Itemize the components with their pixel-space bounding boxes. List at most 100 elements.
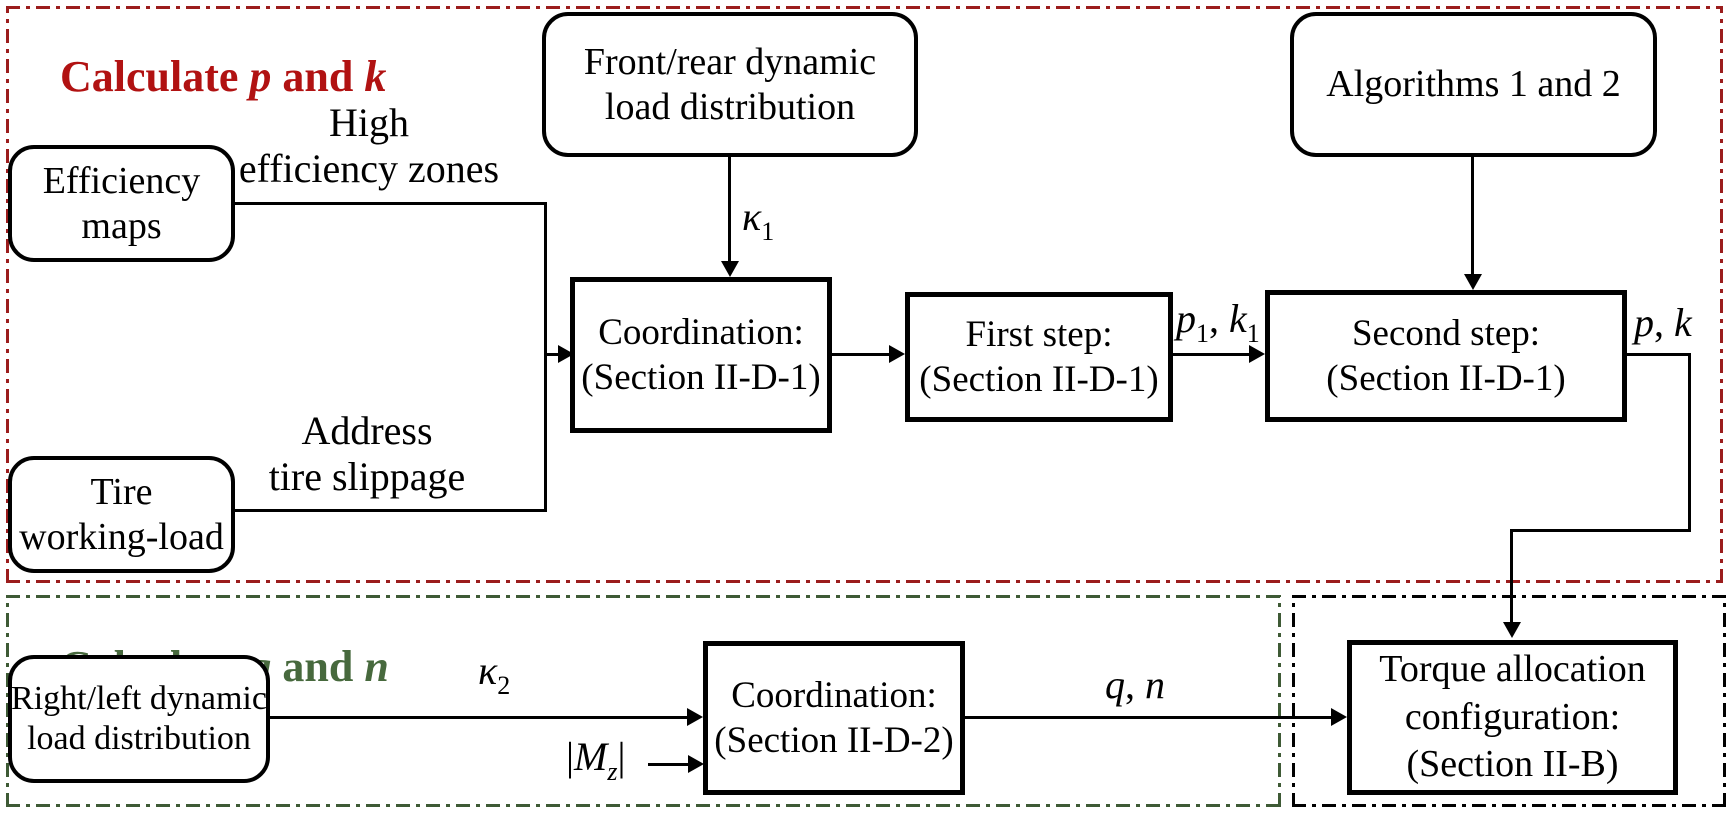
arrowhead-into-coordination-1	[558, 345, 574, 363]
box-right-left-line1: Right/left dynamic	[11, 679, 267, 717]
label-p-k: p, k	[1634, 300, 1692, 346]
box-front-rear-load: Front/rear dynamic load distribution	[542, 12, 918, 157]
label-kappa2-subscript: 2	[497, 671, 511, 700]
label-p1-k1: p1, k1	[1176, 296, 1260, 349]
connector-efficiency-maps	[235, 202, 547, 205]
connector-qn	[965, 716, 1331, 719]
connector-algorithms	[1471, 157, 1474, 276]
section-pk-title-text2: and	[271, 52, 365, 102]
label-k: k	[1674, 300, 1692, 345]
label-address-line2: tire slippage	[268, 454, 466, 499]
connector-pk-vertical-1	[1688, 353, 1691, 532]
arrowhead-firststep	[889, 345, 905, 363]
box-efficiency-maps-line2: maps	[81, 204, 162, 247]
box-front-rear-line1: Front/rear dynamic	[583, 40, 877, 83]
box-second-step: Second step: (Section II-D-1)	[1265, 290, 1627, 422]
section-pk-border-right	[1720, 6, 1723, 583]
box-torque-allocation: Torque allocation configuration: (Sectio…	[1347, 640, 1678, 795]
label-kappa2-symbol: κ	[478, 648, 498, 693]
section-pk-title-var-k: k	[364, 52, 387, 102]
box-algorithms: Algorithms 1 and 2	[1290, 12, 1657, 157]
label-q: q	[1105, 662, 1125, 707]
label-qn-comma: ,	[1125, 662, 1145, 707]
arrowhead-secondstep	[1249, 345, 1265, 363]
box-right-left-line2: load distribution	[27, 720, 251, 757]
box-coordination-2-line1: Coordination:	[731, 674, 937, 716]
arrowhead-pk-into-torque	[1503, 622, 1521, 638]
label-p: p	[1634, 300, 1654, 345]
connector-pk-horizontal-1	[1627, 353, 1691, 356]
connector-into-coordination-1	[544, 353, 558, 356]
section-qn-border-top	[6, 595, 1281, 598]
label-high-efficiency-line2: efficiency zones	[238, 146, 500, 191]
label-p1: p	[1176, 296, 1196, 341]
label-yaw-moment-mz: |Mz|	[566, 734, 625, 787]
connector-kappa1	[728, 157, 731, 263]
box-first-step-line1: First step:	[965, 313, 1113, 355]
label-k1: k	[1229, 296, 1247, 341]
box-tire-working-load: Tire working-load	[8, 456, 235, 573]
arrowhead-kappa1	[721, 261, 739, 277]
section-pk-title-var-p: p	[249, 52, 272, 102]
label-k1-subscript: 1	[1246, 319, 1260, 348]
label-kappa1-subscript: 1	[761, 217, 775, 246]
label-kappa1: κ1	[742, 194, 774, 247]
label-mz-close-bar: |	[617, 734, 626, 779]
label-high-efficiency-zones: High efficiency zones	[238, 100, 500, 192]
box-second-step-line2: (Section II-D-1)	[1326, 358, 1566, 399]
section-output-border-top	[1292, 595, 1726, 598]
label-mz-subscript: z	[607, 757, 618, 786]
connector-mz	[648, 763, 688, 766]
connector-coordination1-firststep	[832, 353, 889, 356]
section-output-border-bottom	[1292, 804, 1726, 807]
section-pk-title-text1: Calculate	[60, 52, 250, 102]
box-first-step-line2: (Section II-D-1)	[919, 359, 1159, 400]
box-efficiency-maps: Efficiency maps	[8, 145, 235, 262]
label-kappa1-symbol: κ	[742, 194, 762, 239]
label-p1k1-comma: ,	[1209, 296, 1229, 341]
section-pk-border-bottom	[6, 580, 1723, 583]
box-coordination-1: Coordination: (Section II-D-1)	[570, 277, 832, 433]
box-algorithms-line1: Algorithms 1 and 2	[1326, 63, 1621, 106]
label-n: n	[1145, 662, 1165, 707]
label-pk-comma: ,	[1654, 300, 1674, 345]
box-torque-line3: (Section II-B)	[1406, 743, 1619, 786]
label-address-tire-slippage: Address tire slippage	[238, 408, 496, 500]
section-output-border-left	[1292, 595, 1295, 807]
arrowhead-mz	[688, 755, 704, 773]
section-pk-title: Calculate p and k	[16, 8, 386, 147]
connector-pk-vertical-2	[1510, 529, 1513, 622]
label-address-line1: Address	[301, 408, 433, 453]
label-q-n: q, n	[1105, 662, 1165, 708]
section-qn-title-var-n: n	[364, 642, 389, 692]
box-efficiency-maps-line1: Efficiency	[42, 159, 201, 202]
label-high-efficiency-line1: High	[329, 100, 409, 145]
box-tire-line1: Tire	[90, 470, 153, 513]
box-torque-line2: configuration:	[1404, 695, 1621, 738]
label-p1-subscript: 1	[1196, 319, 1209, 348]
section-qn-border-bottom	[6, 804, 1281, 807]
box-front-rear-line2: load distribution	[604, 85, 856, 128]
box-coordination-1-line1: Coordination:	[598, 311, 804, 353]
section-output-border-right	[1723, 595, 1726, 807]
arrowhead-algorithms	[1464, 274, 1482, 290]
section-qn-border-left	[6, 595, 9, 807]
label-mz-symbol: M	[574, 734, 608, 779]
box-coordination-2-line2: (Section II-D-2)	[714, 720, 954, 761]
box-torque-line1: Torque allocation	[1379, 648, 1646, 691]
connector-pk-horizontal-2	[1510, 529, 1691, 532]
box-second-step-line1: Second step:	[1351, 312, 1541, 354]
arrowhead-kappa2	[687, 708, 703, 726]
section-pk-border-top	[6, 6, 1723, 9]
connector-merge-vertical	[544, 202, 547, 512]
box-tire-line2: working-load	[19, 515, 224, 558]
box-coordination-2: Coordination: (Section II-D-2)	[703, 641, 965, 795]
box-first-step: First step: (Section II-D-1)	[905, 292, 1173, 422]
label-kappa2: κ2	[478, 648, 510, 701]
box-right-left-load: Right/left dynamic load distribution	[8, 655, 270, 783]
connector-firststep-secondstep	[1173, 353, 1249, 356]
connector-tire-working-load	[235, 509, 547, 512]
section-qn-title-text2: and	[271, 642, 365, 692]
arrowhead-qn-into-torque	[1331, 708, 1347, 726]
